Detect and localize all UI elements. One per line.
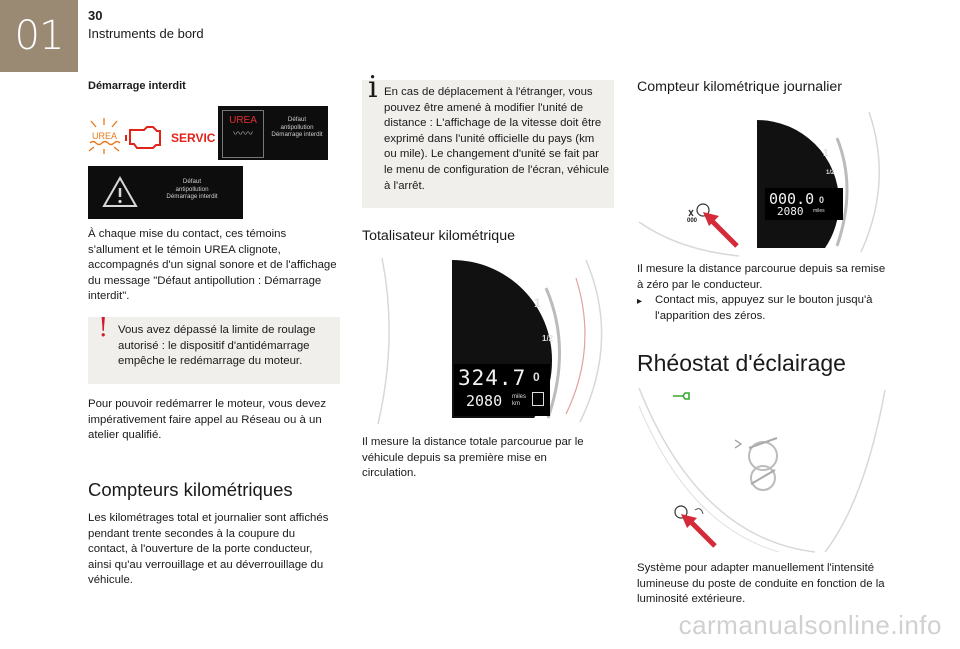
total-paragraph: Il mesure la distance totale parcourue p…	[362, 436, 584, 480]
antipollution-message-panel: Défaut antipollution Démarrage interdit	[88, 166, 243, 219]
trip-fuel-full-label: 1	[823, 148, 829, 159]
unit-km: km	[512, 401, 520, 407]
urea-icon-label: UREA	[92, 131, 117, 141]
warning-icons-row: UREA SERVICE	[88, 118, 223, 154]
chapter-tab: 01	[0, 0, 78, 72]
fuel-full-label: 1	[534, 296, 541, 310]
counters-paragraph: Les kilométrages total et journalier son…	[88, 512, 329, 587]
trip-display: 000.0	[769, 190, 815, 208]
panel2-line1: Défaut	[182, 178, 202, 185]
trip-bullet: ▸ Contact mis, appuyez sur le bouton jus…	[637, 293, 889, 324]
start-subtitle: Démarrage interdit	[88, 80, 186, 92]
trip-paragraph: Il mesure la distance parcourue depuis s…	[637, 263, 886, 291]
watermark: carmanualsonline.info	[678, 610, 942, 640]
total-trip-display: 324.7	[458, 366, 527, 390]
total-heading: Totalisateur kilométrique	[362, 228, 515, 244]
counters-heading: Compteurs kilométriques	[88, 479, 293, 500]
total-odometer-display: 2080	[466, 392, 503, 410]
info-callout-text: En cas de déplacement à l'étranger, vous…	[384, 86, 610, 192]
info-callout: i En cas de déplacement à l'étranger, vo…	[362, 70, 614, 208]
headlight-green-icon	[673, 392, 690, 400]
chapter-number: 01	[14, 13, 65, 59]
urea-panel-icon: UREA 〰〰	[222, 110, 264, 158]
rheostat-paragraph: Système pour adapter manuellement l'inte…	[637, 562, 885, 606]
start-paragraph-2: Pour pouvoir redémarrer le moteur, vous …	[88, 398, 327, 442]
panel2-line2: antipollution	[175, 185, 209, 193]
total-odometer-illustration: 1 1/2 0 324.7 2080 miles km	[362, 252, 614, 425]
start-paragraph: À chaque mise du contact, ces témoins s'…	[88, 228, 337, 303]
fuel-empty-label: 0	[533, 370, 540, 384]
trip-odometer-illustration: 000 1 1/2 0 000.0 2080 miles	[637, 100, 889, 258]
panel1-line3: Démarrage interdit	[271, 131, 323, 138]
trip-fuel-half-label: 1/2	[826, 170, 835, 176]
page-number: 30	[88, 8, 103, 23]
wave-icon: 〰〰	[233, 128, 253, 140]
urea-message-panel: UREA 〰〰 Défaut antipollution Démarrage i…	[218, 106, 328, 160]
bullet-arrow-icon: ▸	[637, 296, 643, 307]
trip-fuel-empty-label: 0	[819, 195, 825, 205]
engine-icon	[125, 126, 161, 149]
rheostat-heading: Rhéostat d'éclairage	[637, 350, 846, 376]
rheostat-illustration	[637, 384, 889, 554]
exclamation-icon: !	[98, 313, 109, 343]
panel1-line1: Défaut	[287, 116, 307, 123]
reset-button-label: 000	[687, 218, 698, 224]
brightness-icon	[694, 508, 704, 515]
trip-heading: Compteur kilométrique journalier	[637, 79, 843, 95]
fuel-pump-icon	[532, 392, 544, 406]
urea-service-icons: UREA SERVICE	[88, 118, 223, 154]
trip-bullet-text: Contact mis, appuyez sur le bouton jusqu…	[655, 294, 873, 322]
service-icon-label: SERVICE	[171, 131, 216, 145]
panel2-line3: Démarrage interdit	[166, 193, 218, 200]
unit-miles: miles	[512, 394, 527, 400]
trip-total-display: 2080	[777, 205, 804, 218]
warning-callout: ! Vous avez dépassé la limite de roulage…	[88, 313, 340, 384]
urea-panel-label: UREA	[229, 115, 257, 126]
panel1-line2: antipollution	[280, 123, 314, 131]
trip-unit: miles	[813, 208, 825, 214]
urea-lamp-icon: UREA	[88, 118, 121, 154]
section-title: Instruments de bord	[88, 26, 204, 41]
warning-triangle-icon	[102, 175, 138, 211]
info-icon: i	[368, 70, 378, 105]
fuel-half-label: 1/2	[542, 334, 554, 343]
warning-callout-text: Vous avez dépassé la limite de roulage a…	[118, 324, 316, 368]
